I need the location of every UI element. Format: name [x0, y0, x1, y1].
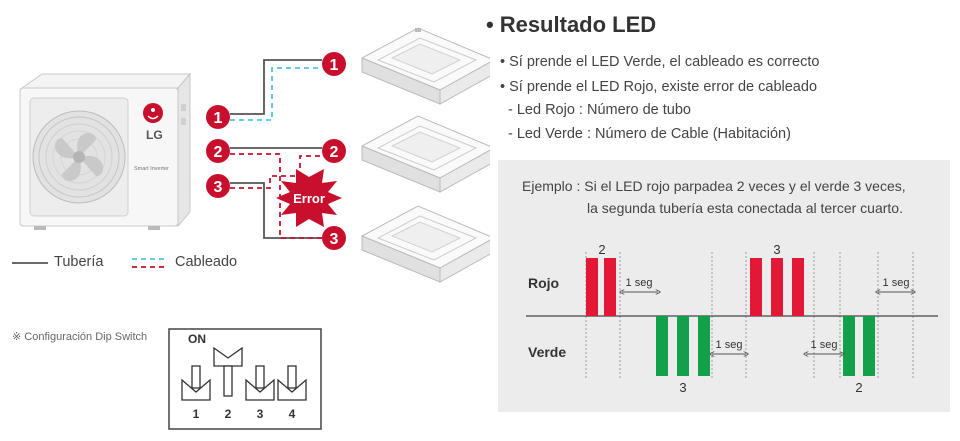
verde-label: Verde — [528, 344, 566, 360]
interval-label: 1 seg — [716, 339, 743, 351]
blink-timing-diagram: Rojo Verde 2 3 3 2 1 seg 1 seg — [526, 242, 938, 395]
green-pulses — [656, 316, 875, 376]
dip-number: 2 — [225, 407, 232, 421]
dip-switch-4 — [277, 365, 307, 401]
title-text: Resultado LED — [499, 12, 657, 37]
verde-count-label: 2 — [855, 380, 862, 395]
dip-number: 3 — [257, 407, 264, 421]
dip-number: 1 — [193, 407, 200, 421]
example-line-2: la segunda tubería esta conectada al ter… — [587, 200, 903, 216]
badge-left-number: 1 — [214, 110, 223, 127]
example-line-1: Ejemplo : Si el LED rojo parpadea 2 vece… — [522, 178, 906, 194]
dip-switch-3 — [245, 365, 275, 401]
bullet-red-meaning: - Led Rojo : Número de tubo — [508, 102, 691, 118]
legend-pipe: Tubería — [54, 254, 104, 270]
verde-count-label: 3 — [679, 380, 686, 395]
dip-switch-1 — [181, 365, 211, 401]
legend-wire: Cableado — [175, 254, 238, 270]
indoor-unit-1 — [360, 27, 490, 105]
indoor-unit-3 — [360, 205, 490, 283]
dip-switch-diagram: ON 1 2 3 4 — [168, 328, 322, 430]
dip-switch-2 — [213, 346, 243, 397]
indoor-unit-2 — [360, 115, 490, 193]
rojo-label: Rojo — [528, 275, 559, 291]
wiring-diagram: LG Smart Inverter — [19, 27, 490, 283]
page-title: •Resultado LED — [486, 12, 656, 38]
dip-number: 4 — [289, 407, 296, 421]
red-pulses — [586, 258, 804, 316]
interval-label: 1 seg — [883, 277, 910, 289]
brand-logo-text: LG — [146, 128, 163, 142]
interval-label: 1 seg — [626, 277, 653, 289]
inverter-label: Smart Inverter — [134, 166, 169, 172]
badge-left-1: 1 — [206, 105, 230, 129]
rojo-count-label: 2 — [598, 242, 605, 257]
interval-label: 1 seg — [811, 339, 838, 351]
badge-left-3: 3 — [206, 174, 230, 198]
outdoor-unit: LG Smart Inverter — [19, 72, 192, 230]
fan-grille-icon — [32, 110, 126, 204]
bullet-green-ok: • Sí prende el LED Verde, el cableado es… — [500, 54, 820, 70]
badge-right-3: 3 — [322, 226, 346, 250]
title-bullet: • — [486, 12, 494, 37]
dip-on-label: ON — [188, 332, 206, 346]
badge-right-number: 3 — [330, 231, 339, 248]
badge-left-number: 2 — [214, 144, 223, 161]
error-label: Error — [293, 191, 325, 206]
legend-swatches — [12, 258, 168, 268]
badge-right-1: 1 — [322, 52, 346, 76]
badge-right-2: 2 — [322, 139, 346, 163]
dip-caption: ※ Configuración Dip Switch — [12, 331, 148, 343]
rojo-count-label: 3 — [773, 242, 780, 257]
wire-lines — [230, 67, 322, 239]
lg-logo: LG Smart Inverter — [134, 103, 169, 172]
badge-right-number: 2 — [330, 144, 339, 161]
badge-right-number: 1 — [330, 57, 339, 74]
bullet-green-meaning: - Led Verde : Número de Cable (Habitació… — [508, 126, 791, 142]
badge-left-number: 3 — [214, 179, 223, 196]
bullet-red-error: • Sí prende el LED Rojo, existe error de… — [500, 79, 818, 95]
error-burst: Error — [276, 169, 342, 227]
badge-left-2: 2 — [206, 139, 230, 163]
